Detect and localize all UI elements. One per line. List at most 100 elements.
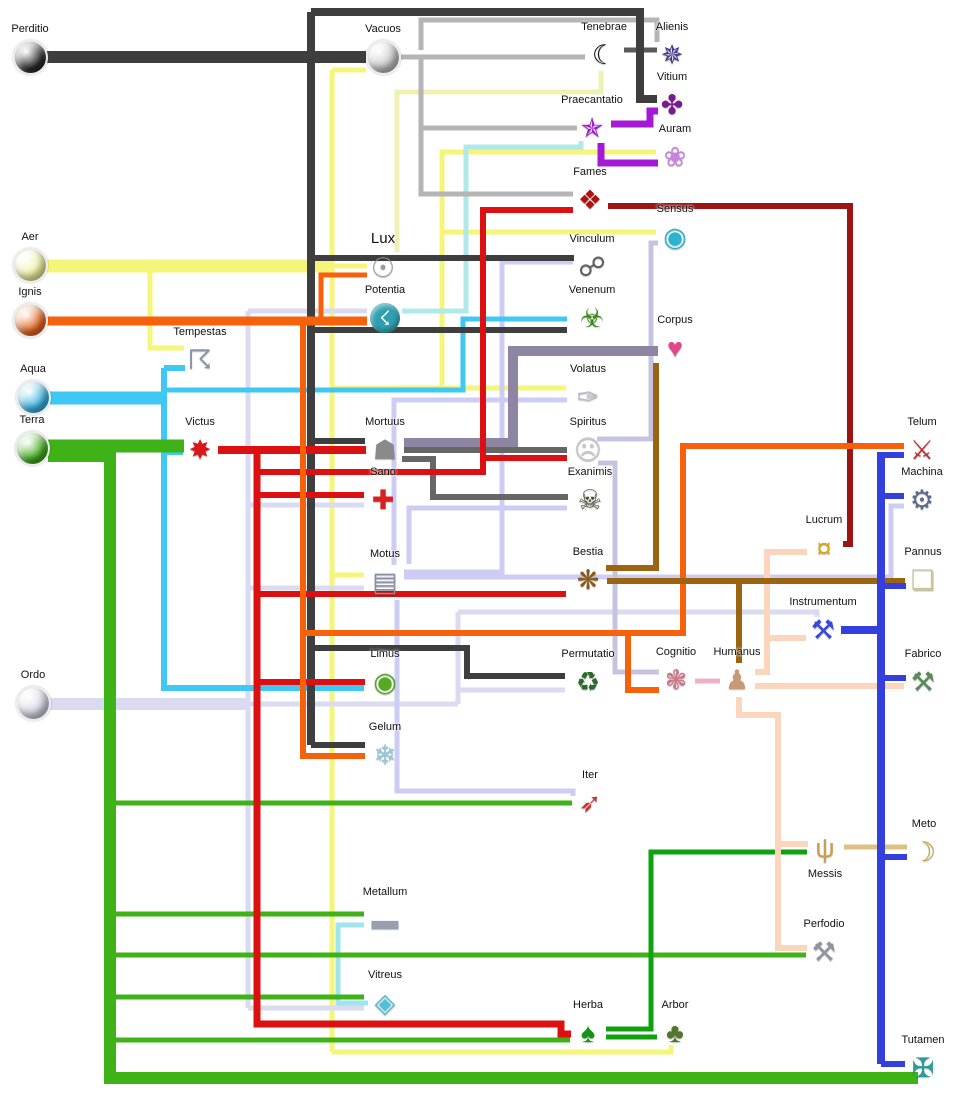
node-label-potentia: Potentia [364, 284, 406, 296]
node-corpus: ♥ [657, 330, 693, 366]
wire-motus-to-machina [404, 503, 904, 580]
node-label-tutamen: Tutamen [901, 1034, 945, 1046]
node-bestia: ❋ [570, 562, 606, 598]
node-label-motus: Motus [370, 548, 400, 560]
wire-ordo-to-instrumentum [458, 609, 820, 617]
fabrico-icon: ⚒ [910, 666, 936, 697]
node-pannus: ❏ [905, 562, 941, 598]
node-label-messis: Messis [807, 868, 843, 880]
wire-mortuus-to-corpus [404, 346, 658, 448]
gelum-icon: ❄ [373, 739, 397, 770]
tenebrae-icon: ☾ [591, 39, 617, 70]
node-label-perditio: Perditio [11, 23, 49, 35]
node-label-machina: Machina [901, 466, 943, 478]
mortuus-icon: ☗ [372, 434, 398, 465]
node-label-vitium: Vitium [656, 71, 688, 83]
wire-praecantatio-to-auram [597, 143, 658, 167]
node-tempestas: ☈ [182, 342, 218, 378]
node-label-auram: Auram [658, 123, 692, 135]
aqua-icon [15, 379, 51, 415]
node-label-spiritus: Spiritus [569, 416, 607, 428]
node-label-ordo: Ordo [20, 669, 46, 681]
limus-icon: ◉ [373, 666, 397, 697]
node-label-limus: Limus [370, 648, 400, 660]
corpus-icon: ♥ [666, 332, 684, 363]
node-potentia: ☇ [367, 300, 403, 336]
bestia-icon: ❋ [576, 564, 600, 595]
node-label-tempestas: Tempestas [173, 326, 227, 338]
herba-icon: ♠ [580, 1017, 596, 1048]
volatus-icon: ✑ [576, 381, 600, 412]
sano-icon: ✚ [371, 484, 395, 515]
node-telum: ⚔ [904, 432, 940, 468]
node-terra [14, 430, 50, 466]
node-label-arbor: Arbor [661, 999, 689, 1011]
wire-fames-to-lucrum [608, 203, 853, 547]
metallum-icon: ▬ [371, 904, 399, 935]
wire-ignis-to-telum [303, 443, 904, 636]
node-sensus: ◉ [657, 219, 693, 255]
node-herba: ♠ [570, 1015, 606, 1051]
node-meto: ☽ [906, 834, 942, 870]
wire-ignis-to-gelum [300, 321, 365, 759]
wire-humanus-to-perfodio [736, 697, 807, 951]
node-label-mortuus: Mortuus [365, 416, 405, 428]
node-vacuos [365, 39, 401, 75]
node-label-aer: Aer [21, 231, 39, 243]
arbor-icon: ♣ [666, 1017, 684, 1048]
pannus-icon: ❏ [910, 564, 936, 595]
node-label-sensus: Sensus [656, 203, 694, 215]
spiritus-icon: ☹ [573, 434, 603, 465]
ignis-icon [12, 302, 48, 338]
node-label-exanimis: Exanimis [567, 466, 613, 478]
lux-icon: ☉ [370, 252, 396, 283]
cognitio-icon: ❃ [664, 664, 688, 695]
sensus-icon: ◉ [663, 221, 687, 252]
node-humanus: ♟ [719, 662, 755, 698]
wire-aqua-to-limus [161, 368, 364, 691]
node-aer [12, 247, 48, 283]
node-label-humanus: Humanus [713, 646, 761, 658]
node-label-metallum: Metallum [362, 886, 408, 898]
node-label-vitreus: Vitreus [367, 969, 403, 981]
node-alienis: ✵ [654, 37, 690, 73]
wire-terra-to-tutamen [48, 450, 918, 1084]
wire-ignis-to-lux [318, 272, 367, 321]
node-motus: ▤ [367, 564, 403, 600]
tutamen-icon: ✠ [911, 1052, 935, 1083]
node-label-telum: Telum [907, 416, 937, 428]
node-fames: ❖ [572, 182, 608, 218]
perditio-icon [12, 39, 48, 75]
node-label-sano: Sano [370, 466, 396, 478]
node-sano: ✚ [365, 482, 401, 518]
node-arbor: ♣ [657, 1015, 693, 1051]
auram-icon: ❀ [663, 141, 687, 172]
vitreus-icon: ◈ [374, 987, 396, 1018]
node-label-terra: Terra [19, 414, 45, 426]
permutatio-icon: ♻ [575, 666, 601, 697]
wire-mortuus-to-exanimis [402, 456, 568, 500]
meto-icon: ☽ [911, 836, 937, 867]
wire-spiritus-to-sensus [597, 240, 658, 442]
exanimis-icon: ☠ [577, 484, 603, 515]
node-tutamen: ✠ [905, 1050, 941, 1086]
node-label-herba: Herba [573, 999, 603, 1011]
wire-perditio-to-permutatio [311, 645, 565, 679]
node-label-venenum: Venenum [568, 284, 616, 296]
node-ordo [15, 685, 51, 721]
node-label-vacuos: Vacuos [365, 23, 401, 35]
node-label-victus: Victus [185, 416, 215, 428]
node-label-tenebrae: Tenebrae [581, 21, 627, 33]
wire-humanus-to-lucrum [755, 549, 807, 675]
node-praecantatio: ✯ [574, 110, 610, 146]
node-label-instrumentum: Instrumentum [789, 596, 857, 608]
alienis-icon: ✵ [660, 39, 684, 70]
terra-icon [14, 430, 50, 466]
node-aqua [15, 379, 51, 415]
vinculum-icon: ☍ [578, 251, 606, 282]
wire-potentia-to-praecantatio [402, 141, 584, 314]
node-label-permutatio: Permutatio [561, 648, 615, 660]
wire-perditio-to-vitium [311, 8, 657, 103]
messis-icon: ψ [815, 832, 835, 863]
